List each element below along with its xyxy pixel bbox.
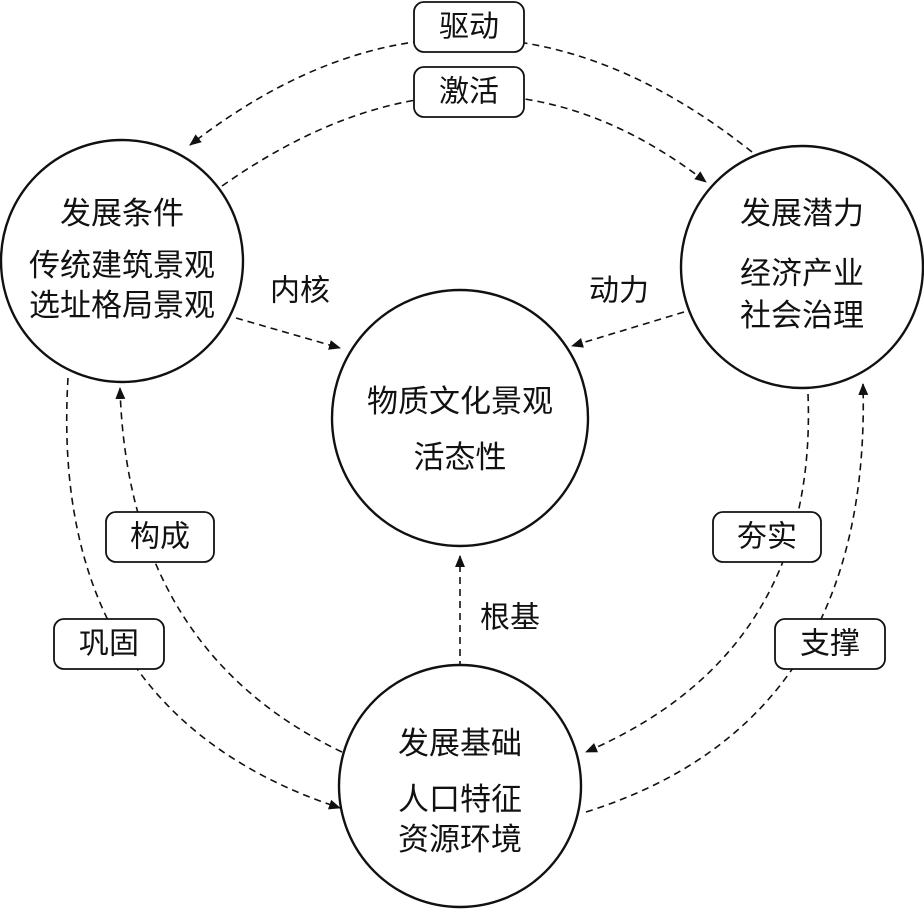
- label-compose: 构成: [105, 511, 215, 563]
- arrow-power: [571, 311, 685, 348]
- foundation-line1: 人口特征: [398, 782, 522, 818]
- arrow-consolidate: [65, 377, 341, 810]
- svg-text:巩固: 巩固: [79, 627, 139, 662]
- node-conditions: 发展条件 传统建筑景观 选址格局景观: [0, 138, 245, 384]
- conditions-line1: 传统建筑景观: [29, 248, 215, 284]
- conditions-title: 发展条件: [60, 196, 184, 232]
- foundation-title: 发展基础: [398, 726, 522, 762]
- arrow-drive: [189, 37, 753, 153]
- potential-line1: 经济产业: [740, 256, 864, 292]
- label-activate: 激活: [413, 66, 525, 118]
- svg-text:构成: 构成: [130, 520, 190, 555]
- node-potential: 发展潜力 经济产业 社会治理: [679, 144, 924, 390]
- label-power: 动力: [589, 274, 649, 309]
- svg-text:夯实: 夯实: [737, 520, 797, 555]
- label-consolidate: 巩固: [53, 618, 165, 670]
- label-drive: 驱动: [413, 1, 525, 53]
- label-support: 支撑: [774, 618, 886, 670]
- potential-line2: 社会治理: [740, 298, 864, 334]
- conditions-line2: 选址格局景观: [29, 288, 215, 324]
- arrow-core: [235, 317, 341, 350]
- svg-text:激活: 激活: [439, 75, 499, 110]
- arrow-solidify: [585, 393, 810, 753]
- node-foundation: 发展基础 人口特征 资源环境: [337, 663, 583, 909]
- node-center: 物质文化景观 活态性: [330, 288, 590, 548]
- potential-title: 发展潜力: [740, 196, 864, 232]
- label-core: 内核: [270, 274, 330, 309]
- foundation-line2: 资源环境: [398, 822, 522, 858]
- arrow-compose: [115, 387, 343, 753]
- label-root: 根基: [480, 601, 540, 636]
- svg-text:驱动: 驱动: [439, 10, 499, 45]
- arrow-support: [585, 383, 869, 813]
- svg-text:支撑: 支撑: [800, 627, 860, 662]
- label-solidify: 夯实: [712, 511, 822, 563]
- center-line1: 物质文化景观: [367, 384, 553, 420]
- center-line2: 活态性: [414, 440, 507, 476]
